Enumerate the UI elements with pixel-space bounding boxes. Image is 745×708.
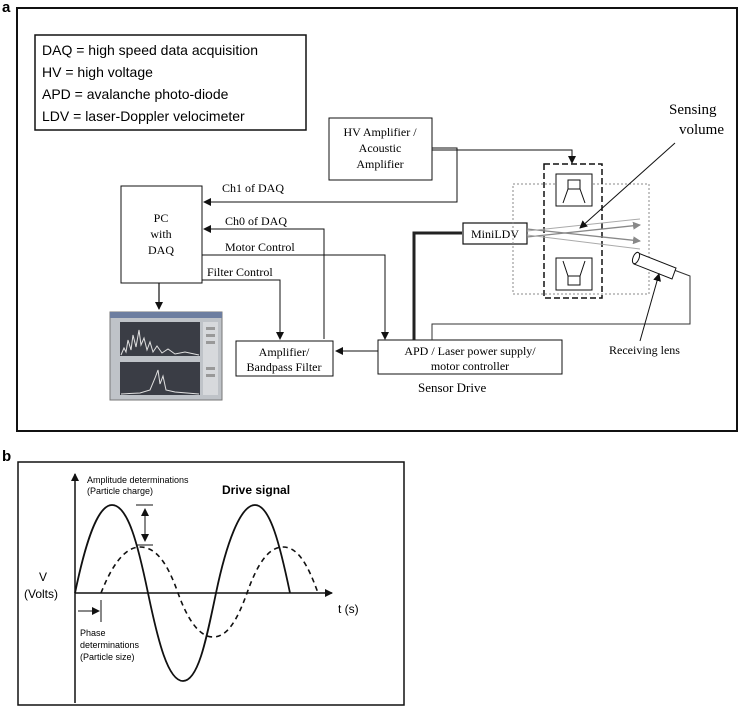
ch0-connection <box>203 225 325 339</box>
miniLDV-fiber <box>412 231 462 340</box>
signal-motor: Motor Control <box>225 240 295 254</box>
amplitude-indicator <box>136 504 153 546</box>
panel-a-label: a <box>2 0 11 16</box>
y-axis-label-2: (Volts) <box>24 587 58 601</box>
hv-line-1: HV Amplifier / <box>343 125 417 139</box>
drive-signal-label: Drive signal <box>222 483 290 497</box>
sensing-volume-line-2: volume <box>679 122 724 138</box>
sensor-drive-label: Sensor Drive <box>418 380 486 395</box>
daq-screen-image <box>109 311 223 401</box>
sensing-volume-pointer <box>579 142 676 229</box>
pc-line-3: DAQ <box>148 243 174 257</box>
panel-a-frame <box>16 7 738 432</box>
legend-ldv: LDV = laser-Doppler velocimeter <box>42 108 245 124</box>
signal-filter: Filter Control <box>207 265 273 279</box>
pc-line-2: with <box>150 227 171 241</box>
sensing-volume-line-1: Sensing <box>669 102 717 118</box>
signal-ch0: Ch0 of DAQ <box>225 214 287 228</box>
ch1-connection <box>203 147 458 206</box>
x-axis-label: t (s) <box>338 602 359 616</box>
phase-line-3: (Particle size) <box>80 652 135 662</box>
pc-line-1: PC <box>154 211 169 225</box>
legend-box: DAQ = high speed data acquisition HV = h… <box>34 34 307 131</box>
legend-apd: APD = avalanche photo-diode <box>42 86 229 102</box>
phase-line-1: Phase <box>80 628 106 638</box>
miniLDV-label: MiniLDV <box>471 227 519 241</box>
apd-line-1: APD / Laser power supply/ <box>404 344 536 358</box>
receiving-lens-pointer <box>639 273 661 342</box>
hv-line-3: Amplifier <box>356 157 403 171</box>
sensing-chamber <box>512 163 650 299</box>
apd-line-2: motor controller <box>431 359 509 373</box>
amp-line-1: Amplifier/ <box>259 345 310 359</box>
response-signal-curve <box>100 546 319 638</box>
y-axis-label-1: V <box>39 570 47 584</box>
pc-daq-box: PC with DAQ <box>120 185 203 284</box>
phase-line-2: determinations <box>80 640 140 650</box>
panel-b-frame <box>17 461 405 706</box>
amplitude-line-1: Amplitude determinations <box>87 475 189 485</box>
hv-amplifier-box: HV Amplifier / Acoustic Amplifier <box>328 117 433 181</box>
legend-daq: DAQ = high speed data acquisition <box>42 42 258 58</box>
apd-power-box: APD / Laser power supply/ motor controll… <box>377 339 563 375</box>
hv-to-sensor-connection <box>432 149 576 164</box>
receiving-lens-label: Receiving lens <box>609 343 680 357</box>
amplitude-line-2: (Particle charge) <box>87 486 153 496</box>
miniLDV-box: MiniLDV <box>462 222 528 245</box>
legend-hv: HV = high voltage <box>42 64 153 80</box>
receiving-lens-fiber <box>431 269 691 340</box>
drive-signal-curve <box>74 504 291 682</box>
hv-line-2: Acoustic <box>359 141 402 155</box>
amp-line-2: Bandpass Filter <box>247 360 322 374</box>
phase-indicator <box>78 600 102 622</box>
panel-b-label: b <box>2 448 11 465</box>
filter-control-connection <box>202 279 284 340</box>
laser-beams <box>526 218 641 250</box>
amplifier-filter-box: Amplifier/ Bandpass Filter <box>235 340 334 377</box>
motor-control-connection <box>202 254 389 340</box>
signal-ch1: Ch1 of DAQ <box>222 181 284 195</box>
receiving-lens-device <box>631 251 677 280</box>
